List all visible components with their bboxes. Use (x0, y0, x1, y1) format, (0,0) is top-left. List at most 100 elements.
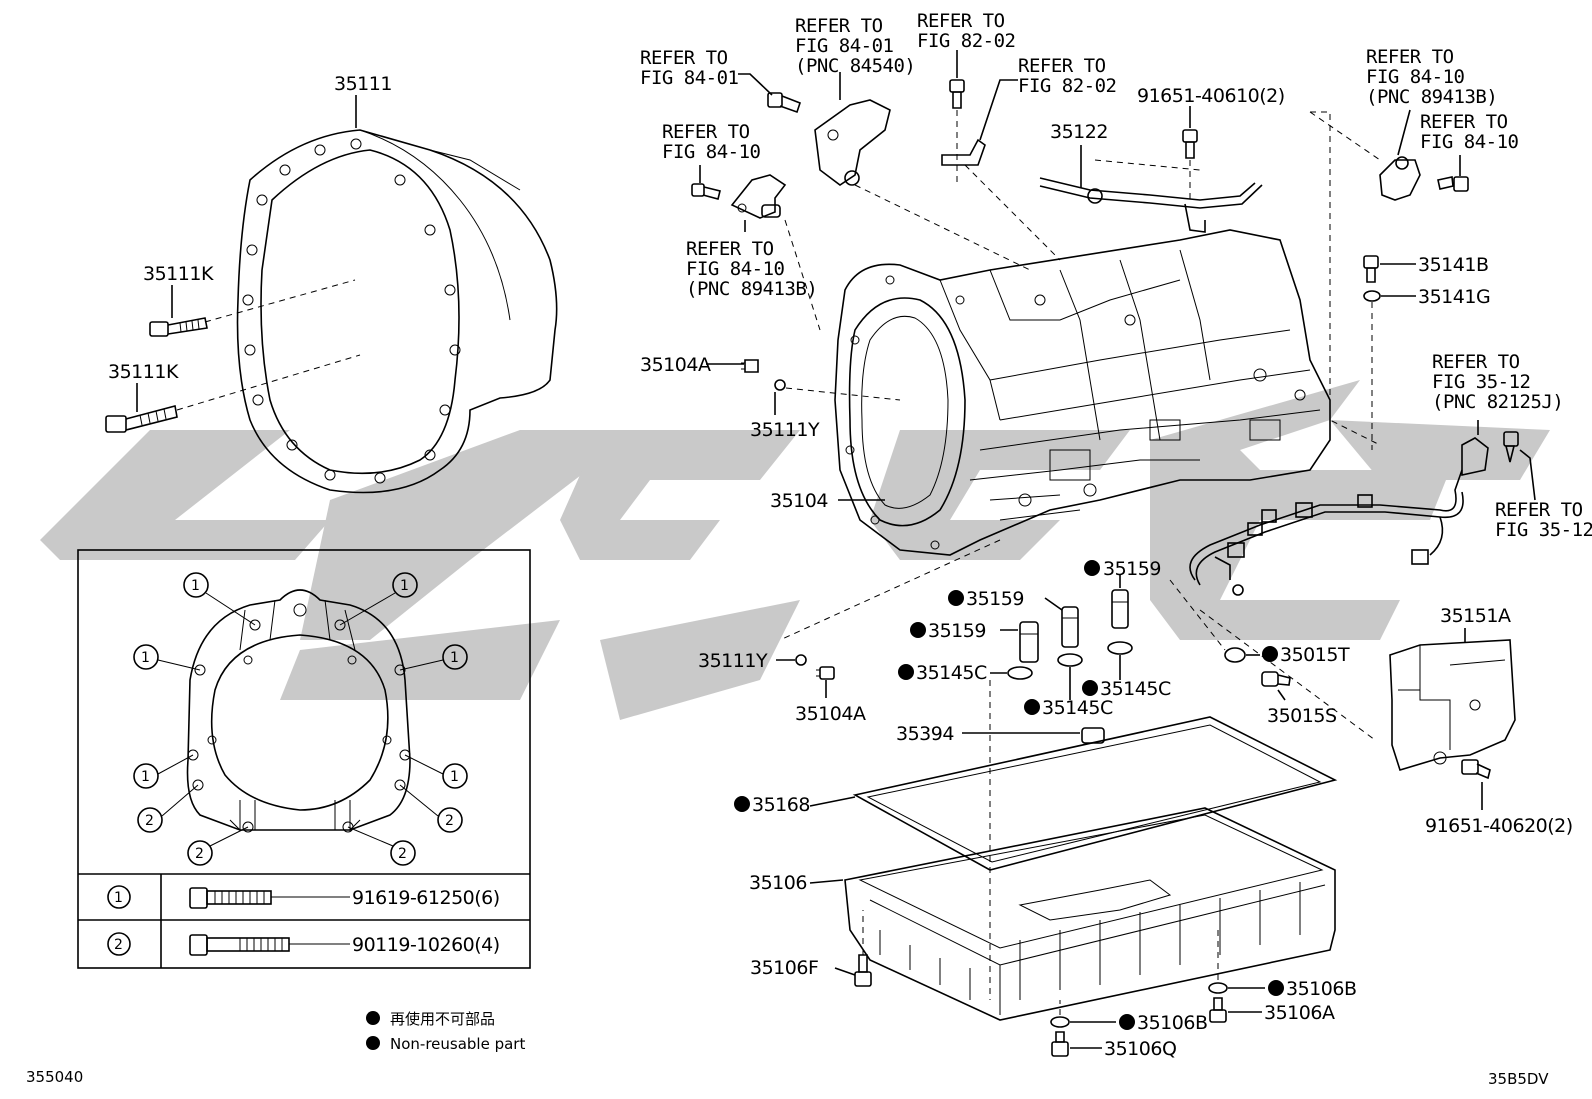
bolt-r8 (1437, 176, 1469, 192)
label-35111Y-lower: 35111Y (698, 650, 768, 672)
refer-r7-line3: (PNC 89413B) (1366, 86, 1497, 108)
label-35111Y-upper: 35111Y (750, 419, 820, 441)
oil-pan-35106 (844, 807, 1336, 1021)
refer-r9-line3: (PNC 82125J) (1432, 391, 1563, 413)
bolt-r1 (767, 92, 801, 114)
label-35104A-lower: 35104A (795, 703, 866, 725)
inset-box (77, 549, 531, 969)
dot-35159-right (1084, 560, 1100, 576)
svg-text:2: 2 (445, 813, 454, 829)
leader-r1 (738, 73, 773, 96)
dot-35145C-mid (1024, 699, 1040, 715)
oring-35111Y-upper (774, 379, 786, 391)
plug-35104A-upper (741, 359, 759, 373)
refer-r4-line2: FIG 82-02 (1018, 75, 1116, 97)
sensor-84540 (814, 99, 891, 186)
leader-35106F (834, 967, 856, 976)
transmission-case-35104 (834, 229, 1331, 556)
svg-text:90119-10260(4): 90119-10260(4) (352, 934, 500, 956)
label-35111: 35111 (334, 73, 392, 95)
dash-35015 (1169, 579, 1226, 651)
leader-35015S (1277, 689, 1286, 701)
sensor-r7 (1379, 156, 1421, 201)
refer-r9-line2: FIG 35-12 (1432, 371, 1530, 393)
refer-r3-line1: REFER TO (917, 10, 1005, 32)
label-35159-left: 35159 (928, 620, 986, 642)
washer-35106B-bottom (1050, 1016, 1070, 1028)
label-35104: 35104 (770, 490, 828, 512)
refer-r2-line3: (PNC 84540) (795, 55, 915, 77)
leader-r10 (1519, 449, 1536, 501)
label-35111K-lower: 35111K (108, 361, 179, 383)
label-35106A: 35106A (1264, 1002, 1335, 1024)
gasket-35141G (1363, 290, 1381, 302)
diagram-id-right: 35B5DV (1488, 1070, 1549, 1088)
refer-r8-line1: REFER TO (1420, 111, 1508, 133)
refer-r6-line2: FIG 84-10 (686, 258, 785, 280)
svg-text:1: 1 (450, 650, 459, 666)
refer-r10-line2: FIG 35-12 (1495, 519, 1592, 541)
refer-r1-line1: REFER TO (640, 47, 728, 69)
refer-r7-line2: FIG 84-10 (1366, 66, 1465, 88)
label-35106: 35106 (749, 872, 807, 894)
dot-35159-left (910, 622, 926, 638)
label-35145C-mid: 35145C (1042, 697, 1113, 719)
dash-r7 (1309, 111, 1381, 161)
washer-35145C-right (1107, 641, 1133, 655)
label-35015T: 35015T (1280, 644, 1350, 666)
inset-housing-outline (186, 589, 411, 833)
watermark-logo (40, 380, 1550, 720)
bolt-35106F (854, 954, 872, 987)
refer-r10-line1: REFER TO (1495, 499, 1583, 521)
washer-35145C-left (1007, 666, 1033, 680)
bolt-r10 (1503, 431, 1519, 463)
label-35104A-upper: 35104A (640, 354, 711, 376)
sensor-r6 (730, 174, 787, 219)
bolt-35141B (1363, 255, 1379, 283)
svg-text:2: 2 (145, 813, 154, 829)
legend-text-en: Non-reusable part (390, 1035, 525, 1053)
inset-table-row-1: 1 91619-61250(6) (107, 885, 500, 909)
label-35106B-right: 35106B (1286, 978, 1356, 1000)
svg-text:2: 2 (398, 846, 407, 862)
dash-35111Y-lower (779, 539, 1001, 641)
leader-35159-mid (1044, 597, 1063, 611)
legend-dot-jp (366, 1011, 380, 1025)
oring-35111Y-lower (795, 654, 807, 666)
label-35168: 35168 (752, 794, 810, 816)
dash-right-boundary (1310, 111, 1381, 446)
refer-r2-line2: FIG 84-01 (795, 35, 894, 57)
bolt-r5 (691, 183, 721, 200)
svg-text:1: 1 (400, 578, 409, 594)
gasket-35168 (852, 716, 1338, 871)
svg-text:1: 1 (141, 769, 150, 785)
label-35106B-bottom: 35106B (1137, 1012, 1207, 1034)
label-91651-40620: 91651-40620(2) (1425, 815, 1573, 837)
filter-35159-right (1111, 589, 1129, 629)
bolt-91651-40620 (1461, 759, 1491, 780)
label-35106F: 35106F (750, 957, 818, 979)
refer-r1-line2: FIG 84-01 (640, 67, 739, 89)
label-35159-mid: 35159 (966, 588, 1024, 610)
label-35106Q: 35106Q (1104, 1038, 1176, 1060)
dot-35168 (734, 796, 750, 812)
dash-r6 (784, 219, 821, 331)
oring-35015T (1224, 647, 1246, 663)
label-35159-right: 35159 (1103, 558, 1161, 580)
svg-text:1: 1 (141, 650, 150, 666)
dash-35111K-upper (204, 279, 356, 323)
inset-marker-text: 1 1 1 1 1 1 2 2 2 2 (141, 578, 459, 862)
leader-35168 (809, 796, 856, 807)
bolt-35111K-upper (149, 317, 208, 337)
refer-r5-line1: REFER TO (662, 121, 750, 143)
refer-r7-line1: REFER TO (1366, 46, 1454, 68)
dash-84540 (854, 184, 1031, 271)
label-91651-40610: 91651-40610(2) (1137, 85, 1285, 107)
bell-housing-35111 (236, 129, 558, 494)
cover-35151A (1389, 639, 1516, 771)
refer-r5-line2: FIG 84-10 (662, 141, 761, 163)
bolt-r3 (949, 79, 965, 109)
leader-35106 (809, 879, 844, 884)
dot-35145C-right (1082, 680, 1098, 696)
